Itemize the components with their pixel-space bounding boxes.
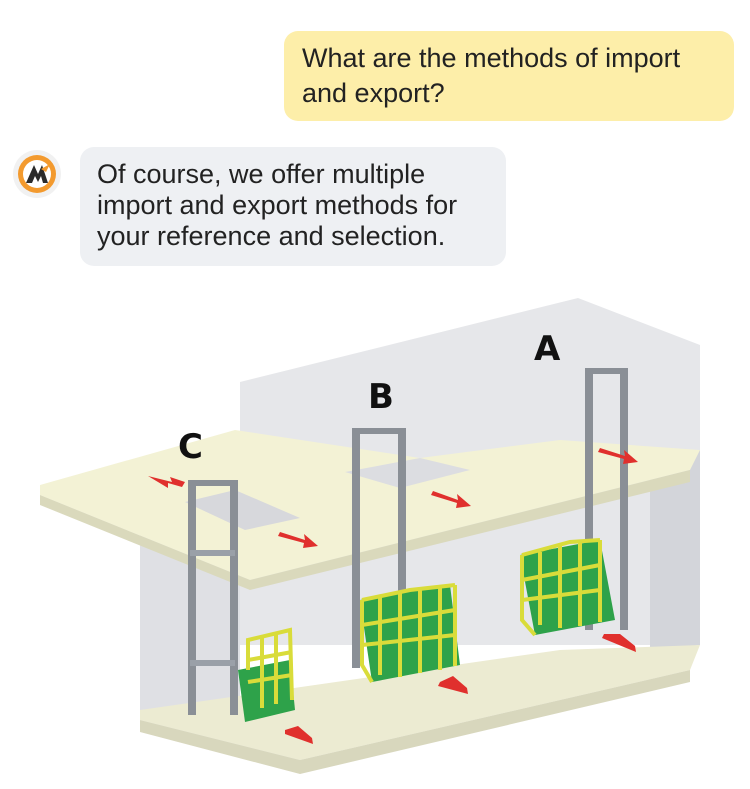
upper-platform — [40, 430, 700, 580]
opening-b — [345, 458, 470, 488]
label-b: B — [368, 377, 394, 417]
user-message-bubble: What are the methods of import and expor… — [284, 31, 734, 121]
brand-logo-icon — [13, 150, 61, 198]
lift-b — [352, 428, 460, 684]
lift-c — [188, 480, 295, 722]
label-c: C — [178, 427, 203, 467]
ground-floor — [140, 645, 700, 760]
bot-message-text: Of course, we offer multiple import and … — [97, 159, 458, 251]
bot-avatar — [12, 149, 62, 199]
lift-a — [520, 368, 628, 637]
user-message-text: What are the methods of import and expor… — [302, 43, 681, 108]
direction-arrows — [148, 448, 638, 744]
label-a: A — [534, 329, 561, 369]
bot-message-bubble: Of course, we offer multiple import and … — [80, 147, 506, 266]
opening-c — [185, 490, 300, 530]
cargo-lift-illustration: A B C — [40, 298, 700, 774]
right-wall — [650, 450, 700, 650]
